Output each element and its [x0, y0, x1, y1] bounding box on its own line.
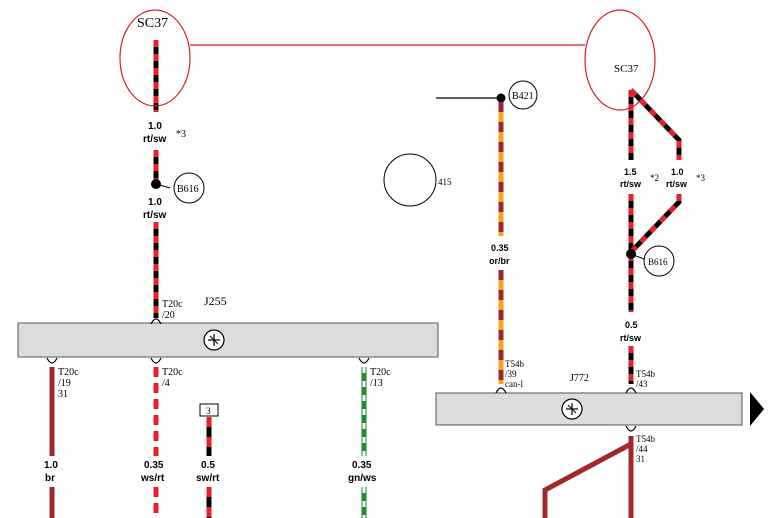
connector-t20c-20: [150, 318, 162, 325]
wire-size-w2: 1.0: [148, 197, 162, 208]
wire-note-w1: *3: [176, 129, 186, 140]
connector-t20c-4: [150, 357, 162, 364]
continuation-arrow: [750, 392, 764, 426]
component-b616-right: [643, 245, 675, 277]
pin-t20c-20-b: /20: [162, 310, 175, 321]
wire-color-w10: gn/ws: [348, 473, 377, 484]
splice-link-left: [155, 183, 171, 189]
reference-box: [199, 403, 219, 417]
wire-color-w6: rt/sw: [620, 333, 642, 343]
highlight-circle-left: [119, 9, 191, 107]
label-b421: B421: [512, 91, 534, 102]
label-reference-box: 3: [206, 406, 211, 416]
pin-t54b-43-b: /43: [636, 379, 648, 389]
splice-link-right: [630, 253, 645, 260]
component-b616-left: [173, 172, 205, 204]
wire-brown-right: [542, 436, 634, 518]
wire-color-w8: ws/rt: [140, 473, 165, 484]
wire-color-w1: rt/sw: [143, 134, 167, 145]
splice-dot-b421: [496, 93, 506, 103]
pin-t20c-13-a: T20c: [370, 367, 391, 378]
pin-t54b-43-a: T54b: [636, 369, 655, 379]
label-j255: J255: [204, 294, 227, 308]
label-sc37-right: SC37: [614, 63, 639, 75]
connector-t20c-13: [358, 357, 370, 364]
ground-symbol-j772: [561, 398, 583, 420]
pin-t54b-39-a: T54b: [505, 359, 524, 369]
connector-t54b-44: [625, 425, 637, 432]
wire-size-w10: 0.35: [352, 460, 372, 471]
pin-t20c-20-a: T20c: [162, 299, 183, 310]
pin-t54b-44-b: /44: [636, 444, 648, 454]
connector-t54b-39: [495, 387, 507, 394]
label-b616-right: B616: [648, 257, 668, 267]
wire-size-w7: 1.0: [44, 460, 58, 471]
wire-right-branch: [628, 88, 682, 384]
wire-size-w8: 0.35: [144, 460, 164, 471]
pin-t54b-39-b: /39: [505, 369, 517, 379]
control-unit-bar-j255: [17, 322, 439, 358]
label-j772: J772: [570, 373, 589, 384]
wire-color-w2: rt/sw: [143, 210, 167, 221]
pin-t20c-19-a: T20c: [58, 367, 79, 378]
pin-t54b-39-c: can-l: [505, 379, 523, 389]
pin-t20c-4-b: /4: [162, 378, 170, 389]
wire-size-w9: 0.5: [201, 460, 215, 471]
pin-t20c-19-b: /19: [58, 378, 71, 389]
label-partial-415: 415: [438, 177, 452, 187]
pin-t20c-13-b: /13: [370, 378, 383, 389]
wire-note-w5: *3: [696, 173, 706, 183]
wire-size-w5: 1.0: [671, 167, 684, 177]
control-unit-bar-j772: [435, 392, 743, 426]
wire-note-w4: *2: [650, 173, 659, 183]
wire-size-w3: 0.35: [491, 243, 509, 253]
component-partial-415: [383, 153, 437, 207]
highlight-circle-right: [584, 9, 656, 111]
wire-color-w9: sw/rt: [196, 473, 220, 484]
wire-size-w4: 1.5: [624, 167, 637, 177]
wire-color-w5: rt/sw: [666, 179, 688, 189]
pin-t54b-44-c: 31: [636, 454, 645, 464]
wire-color-w3: or/br: [489, 256, 510, 266]
wire-color-w7: br: [45, 473, 55, 484]
wire-color-w4: rt/sw: [620, 179, 642, 189]
wire-size-w6: 0.5: [625, 320, 638, 330]
label-b616-left: B616: [177, 184, 199, 195]
connector-t54b-43: [625, 387, 637, 394]
wire-size-w1: 1.0: [148, 121, 162, 132]
pin-t54b-44-a: T54b: [636, 434, 655, 444]
connector-t20c-19: [46, 357, 58, 364]
pin-t20c-4-a: T20c: [162, 367, 183, 378]
ground-symbol-j255: [203, 329, 225, 351]
pin-t20c-19-c: 31: [58, 389, 68, 400]
component-b421: [508, 80, 538, 110]
label-sc37-left: SC37: [137, 16, 168, 31]
